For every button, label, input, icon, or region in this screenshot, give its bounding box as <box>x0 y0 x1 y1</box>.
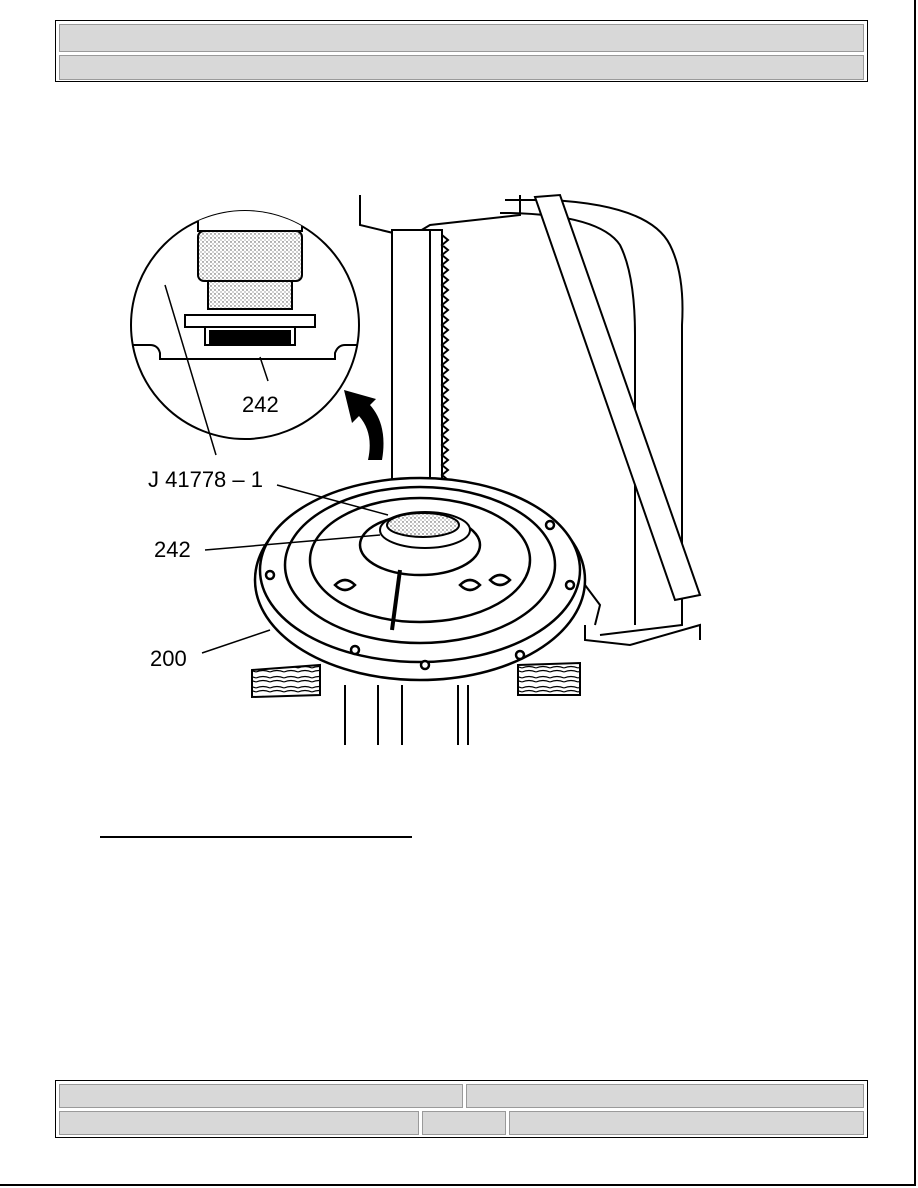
callout-tool-j41778-1: J 41778 – 1 <box>148 467 263 492</box>
page-header <box>55 20 868 82</box>
removal-arrow <box>344 390 384 460</box>
leader-lines <box>201 484 389 654</box>
footer-left-top <box>59 1084 463 1108</box>
detail-inset <box>130 210 360 456</box>
footer-middle-bottom <box>422 1111 506 1135</box>
press-ram <box>391 229 450 521</box>
callout-inset-242: 242 <box>242 392 279 417</box>
page-footer <box>55 1080 868 1138</box>
support-bar <box>533 193 702 602</box>
footer-left-bottom <box>59 1111 419 1135</box>
header-subtitle <box>59 55 864 80</box>
pump-housing <box>253 476 587 682</box>
footer-right-bottom <box>509 1111 864 1135</box>
callout-242: 242 <box>154 537 191 562</box>
pump-seal <box>379 511 471 549</box>
seal-removal-illustration <box>130 193 702 745</box>
header-title <box>59 24 864 52</box>
base-posts <box>344 685 469 745</box>
callout-200: 200 <box>150 646 187 671</box>
section-divider <box>100 836 412 838</box>
wood-blocks <box>251 661 581 699</box>
footer-right-top <box>466 1084 864 1108</box>
